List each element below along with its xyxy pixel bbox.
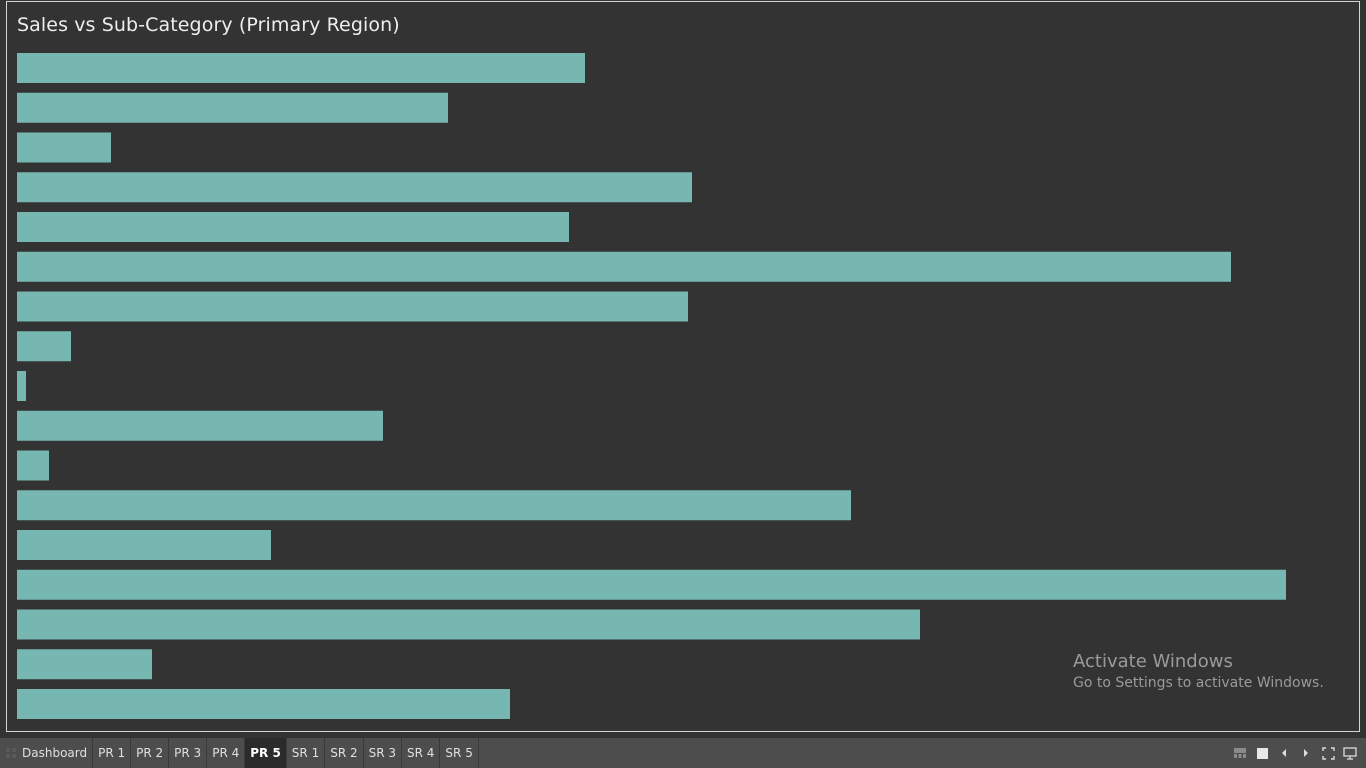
bar-2[interactable]	[17, 92, 448, 123]
tab-pr-1[interactable]: PR 1	[93, 738, 132, 768]
sheet-tabs: Dashboard PR 1 PR 2 PR 3 PR 4 PR 5 SR 1 …	[0, 738, 479, 768]
bar-10[interactable]	[17, 410, 383, 441]
dashboard-grid-icon	[6, 748, 16, 758]
bar-chart	[17, 53, 1286, 719]
tab-sr-5[interactable]: SR 5	[440, 738, 479, 768]
bar-5[interactable]	[17, 212, 569, 242]
bar-16[interactable]	[17, 649, 152, 680]
tab-dashboard[interactable]: Dashboard	[0, 738, 94, 768]
bar-11[interactable]	[17, 450, 49, 481]
bar-14[interactable]	[17, 569, 1286, 600]
filmstrip-view-icon[interactable]	[1230, 743, 1250, 763]
bar-3[interactable]	[17, 132, 111, 163]
fullscreen-icon[interactable]	[1318, 743, 1338, 763]
presentation-mode-icon[interactable]	[1340, 743, 1360, 763]
tab-sr-4[interactable]: SR 4	[402, 738, 441, 768]
sheet-tab-bar: Dashboard PR 1 PR 2 PR 3 PR 4 PR 5 SR 1 …	[0, 738, 1366, 768]
tab-pr-3[interactable]: PR 3	[169, 738, 208, 768]
bar-15[interactable]	[17, 609, 920, 640]
chart-title: Sales vs Sub-Category (Primary Region)	[17, 14, 400, 36]
tab-sr-3[interactable]: SR 3	[364, 738, 403, 768]
tab-sr-2[interactable]: SR 2	[325, 738, 364, 768]
bar-6[interactable]	[17, 251, 1231, 282]
tab-pr-5[interactable]: PR 5	[245, 738, 287, 768]
bar-1[interactable]	[17, 53, 585, 83]
view-controls	[1228, 738, 1360, 768]
previous-sheet-icon[interactable]	[1274, 743, 1294, 763]
bar-17[interactable]	[17, 689, 510, 719]
bar-13[interactable]	[17, 530, 271, 560]
bar-12[interactable]	[17, 490, 851, 521]
tab-pr-4[interactable]: PR 4	[207, 738, 246, 768]
single-view-icon[interactable]	[1252, 743, 1272, 763]
bar-9[interactable]	[17, 371, 26, 401]
tab-pr-2[interactable]: PR 2	[131, 738, 170, 768]
tab-sr-1[interactable]: SR 1	[287, 738, 326, 768]
bar-8[interactable]	[17, 331, 71, 362]
tab-label: Dashboard	[22, 746, 88, 760]
bar-4[interactable]	[17, 172, 692, 203]
bar-7[interactable]	[17, 291, 688, 322]
next-sheet-icon[interactable]	[1296, 743, 1316, 763]
